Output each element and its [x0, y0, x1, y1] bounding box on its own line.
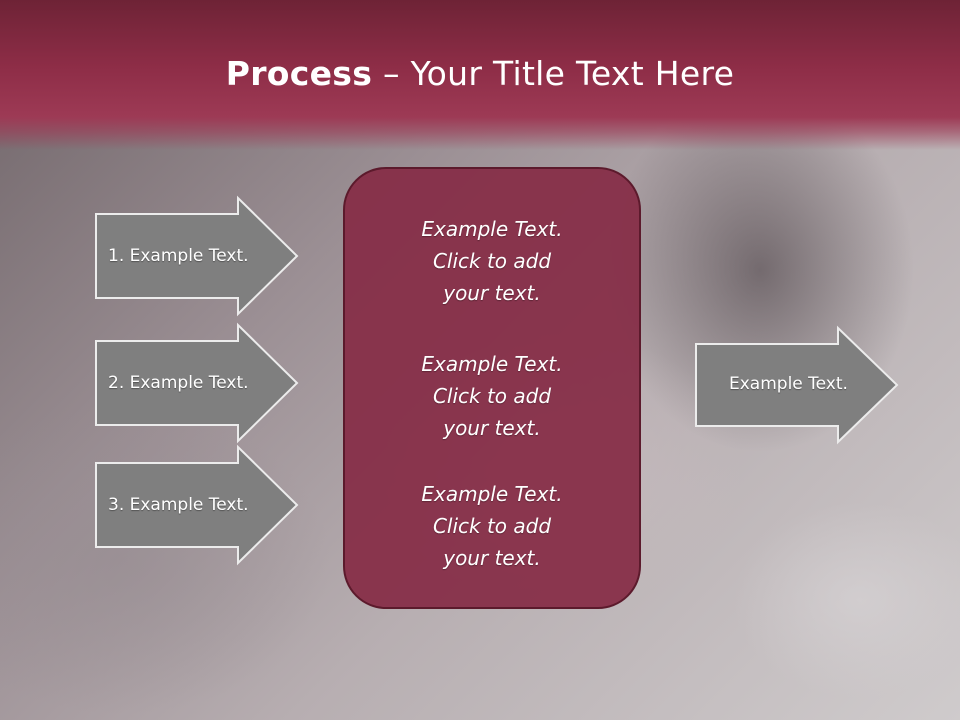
arrow-label-1: 1. Example Text.: [108, 246, 249, 266]
block-line: your text.: [443, 546, 541, 570]
block-line: Example Text.: [421, 482, 563, 506]
block-line: your text.: [443, 281, 541, 305]
arrow-shape-1[interactable]: [95, 195, 299, 317]
title-bar: [0, 0, 960, 150]
block-line: Example Text.: [421, 217, 563, 241]
title-dash: –: [372, 54, 411, 93]
center-text-block-3[interactable]: Example Text. Click to add your text.: [345, 478, 639, 574]
center-box[interactable]: [343, 167, 641, 609]
arrow-shape-output[interactable]: [695, 325, 899, 445]
center-text-block-1[interactable]: Example Text. Click to add your text.: [345, 213, 639, 309]
block-line: your text.: [443, 416, 541, 440]
center-text-block-2[interactable]: Example Text. Click to add your text.: [345, 348, 639, 444]
block-line: Click to add: [432, 249, 552, 273]
block-line: Example Text.: [421, 352, 563, 376]
arrow-label-3: 3. Example Text.: [108, 495, 249, 515]
block-line: Click to add: [432, 384, 552, 408]
output-arrow-label: Example Text.: [729, 374, 848, 394]
title-rest: Your Title Text Here: [410, 54, 735, 93]
arrow-shape-3[interactable]: [95, 444, 299, 566]
arrow-shape-2[interactable]: [95, 322, 299, 444]
arrow-label-2: 2. Example Text.: [108, 373, 249, 393]
slide-title[interactable]: Process – Your Title Text Here: [0, 52, 960, 96]
title-bold: Process: [225, 54, 373, 93]
block-line: Click to add: [432, 514, 552, 538]
